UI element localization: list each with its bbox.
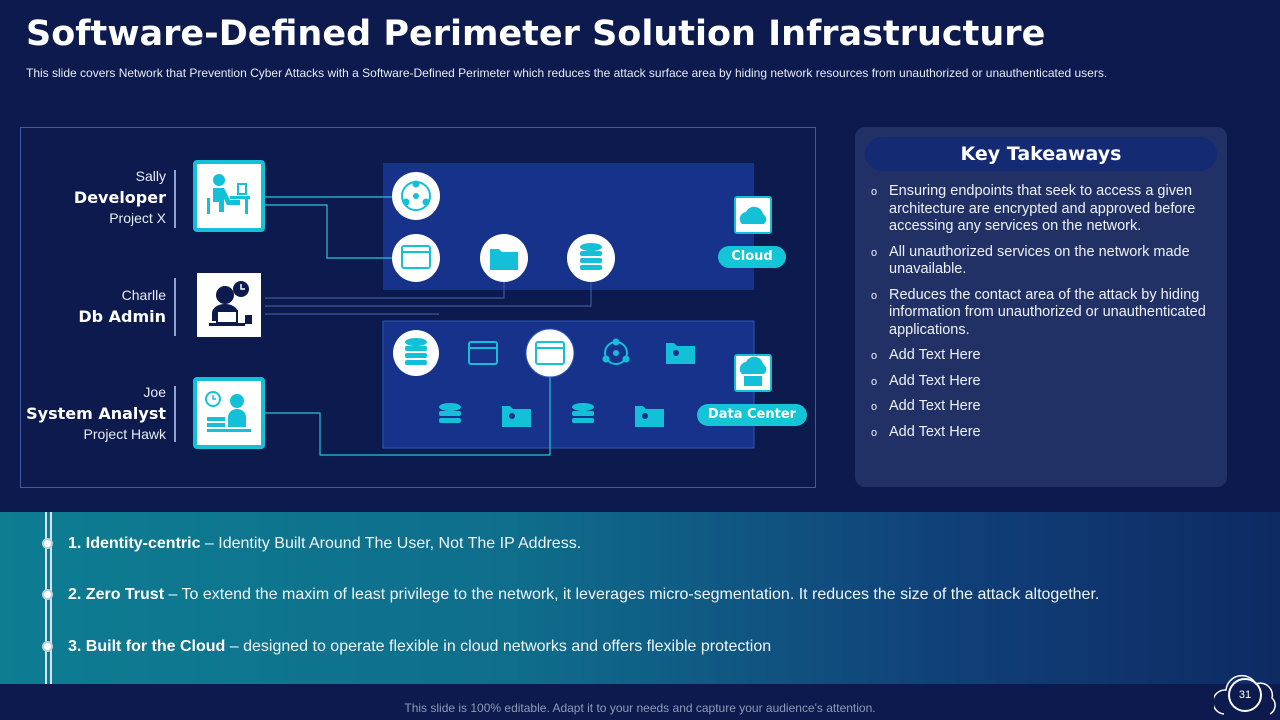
cloud-database-icon [567,234,615,282]
principle-text: – designed to operate flexible in cloud … [225,638,772,655]
bullet-icon: o [871,375,878,388]
list-item: o All unauthorized services on the networ… [869,244,1214,279]
key-takeaways-title: Key Takeaways [865,137,1217,171]
dc-network-node-icon [602,338,630,365]
user-avatar-charlle [193,269,265,341]
page-title: Software-Defined Perimeter Solution Infr… [26,14,1046,54]
principle-built-for-cloud: 3. Built for the Cloud – designed to ope… [68,638,771,656]
user-role: Developer [73,188,166,207]
network-diagram: Sally Developer Project X Charlle Db Adm… [20,127,816,488]
footer-note: This slide is 100% editable. Adapt it to… [404,701,876,715]
admin-line-1 [265,278,505,299]
bullet-icon: o [871,186,878,198]
principle-identity-centric: 1. Identity-centric – Identity Built Aro… [68,535,581,553]
principles-band: 1. Identity-centric – Identity Built Aro… [0,512,1280,684]
bullet-icon: o [871,426,878,439]
page-number: 31 [1228,678,1262,712]
cloud-service-icon [734,196,772,234]
user-avatar-joe [193,377,265,449]
principle-title: 2. Zero Trust [68,586,165,603]
user-project: Project X [109,210,166,226]
system-analyst-icon [205,391,251,432]
user-label-joe: Joe System Analyst Project Hawk [16,382,166,445]
dc-folder-id-icon-3 [635,406,664,427]
db-admin-laptop-icon [209,281,252,326]
dc-database-small-icon-2 [572,403,594,423]
connector-lines [265,196,551,456]
cloud-folder-icon [480,234,528,282]
user-divider [174,170,176,228]
user-role: Db Admin [78,307,166,326]
timeline-dot [42,538,53,549]
sally-to-app-line [265,204,393,259]
bullet-icon: o [871,246,878,259]
list-item: o Add Text Here [869,398,1214,416]
cloud-network-node-icon [392,172,440,220]
principle-text: – Identity Built Around The User, Not Th… [200,535,582,552]
datacenter-label: Data Center [697,404,807,426]
timeline-dot [42,641,53,652]
takeaway-text: Add Text Here [889,372,981,389]
key-takeaways-panel: Key Takeaways o Ensuring endpoints that s… [855,127,1227,487]
takeaway-text: All unauthorized services on the network… [889,243,1190,278]
user-label-charlle: Charlle Db Admin [16,285,166,327]
dc-window-icon [468,341,498,365]
principle-title: 3. Built for the Cloud [68,638,226,655]
dc-database-icon [393,330,439,376]
user-name: Joe [143,384,166,400]
takeaway-text: Add Text Here [889,398,981,414]
data-center-service-icon [734,354,772,392]
timeline-dot [42,589,53,600]
user-divider [174,386,176,442]
takeaway-text: Reduces the contact area of the attack b… [889,286,1206,338]
dc-folder-id-icon [666,343,695,364]
cloud-outline-icon [1214,674,1276,715]
list-item: o Add Text Here [869,373,1214,391]
takeaways-list: o Ensuring endpoints that seek to access … [869,183,1214,449]
cloud-app-window-icon [392,234,440,282]
list-item: o Add Text Here [869,424,1214,442]
developer-desk-icon [207,174,250,214]
list-item: o Add Text Here [869,347,1214,365]
takeaway-text: Ensuring endpoints that seek to access a… [889,183,1196,234]
user-label-sally: Sally Developer Project X [16,166,166,229]
cloud-zone [383,163,754,290]
user-name: Sally [135,168,166,184]
page-subtitle: This slide covers Network that Preventio… [26,66,1108,80]
admin-line-2 [265,278,592,307]
user-divider [174,278,176,336]
list-item: o Ensuring endpoints that seek to access … [869,183,1214,236]
admin-connector-lines [265,278,592,315]
user-role: System Analyst [26,404,166,423]
dc-folder-id-icon-2 [502,406,531,427]
takeaway-text: Add Text Here [889,423,981,440]
principle-text: – To extend the maxim of least privilege… [164,586,1100,603]
principle-zero-trust: 2. Zero Trust – To extend the maxim of l… [68,586,1099,604]
principle-title: 1. Identity-centric [68,535,201,552]
list-item: o Reduces the contact area of the attack … [869,287,1214,340]
user-avatar-sally [193,160,265,232]
cloud-label: Cloud [718,246,786,268]
dc-database-small-icon-1 [439,403,461,423]
diagram-canvas [265,163,772,456]
bullet-icon: o [871,401,878,413]
user-name: Charlle [121,287,166,303]
joe-to-datacenter-line [265,375,551,456]
bullet-icon: o [871,350,878,362]
dc-app-window-icon [525,328,575,378]
bullet-icon: o [871,289,878,302]
takeaway-text: Add Text Here [889,347,981,363]
user-project: Project Hawk [83,426,166,442]
